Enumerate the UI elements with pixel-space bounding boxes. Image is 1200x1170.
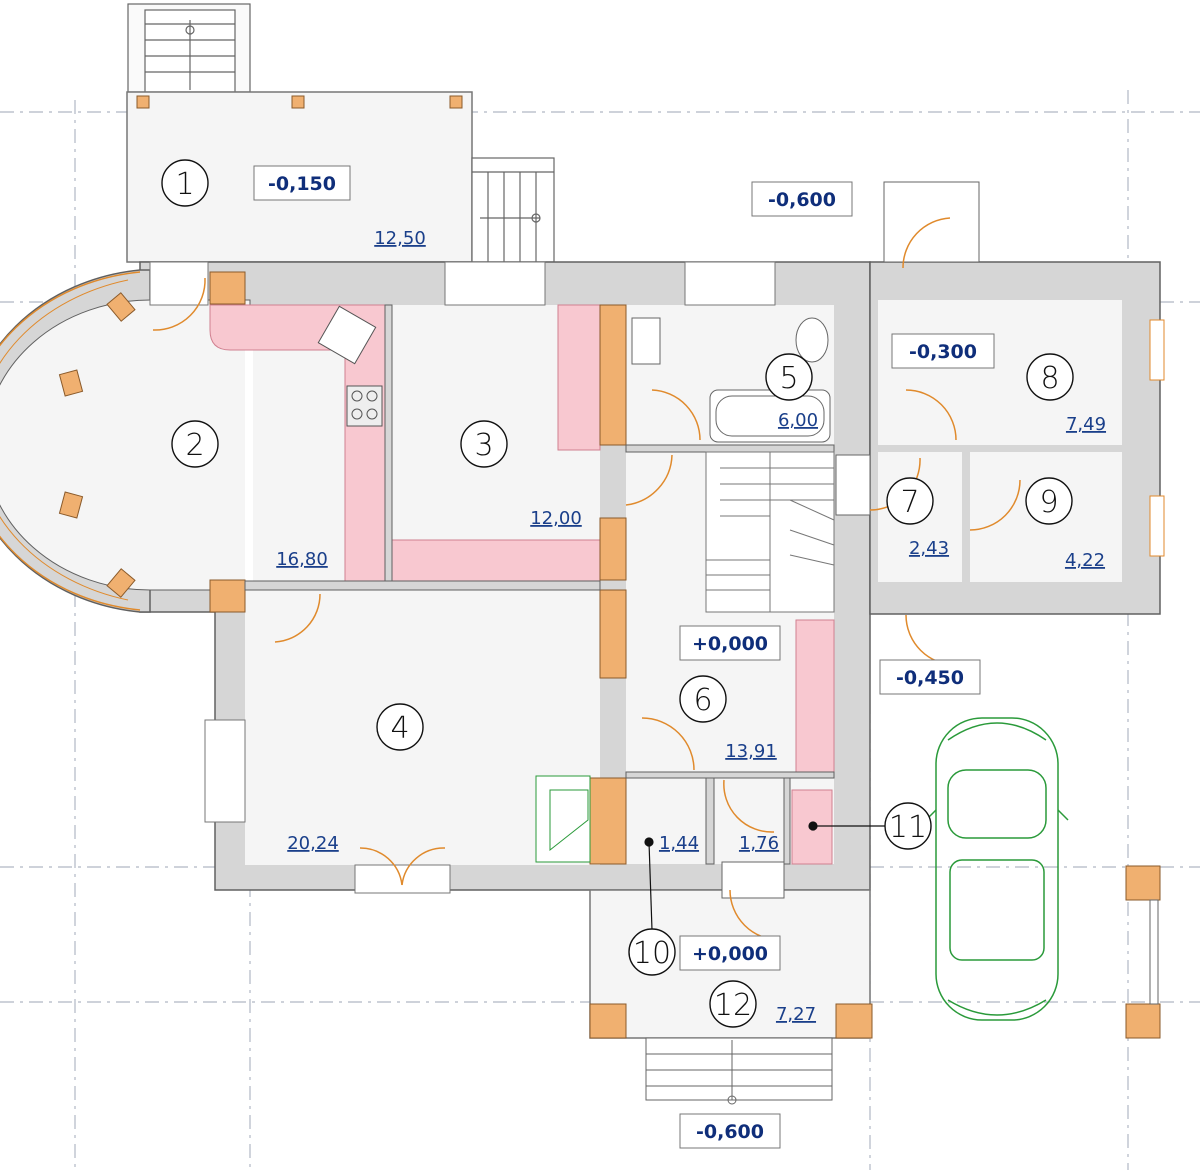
bathroom-fixtures xyxy=(631,317,831,443)
room-area-6: 13,91 xyxy=(725,741,777,762)
side-stair xyxy=(471,157,555,263)
room-area-9: 4,22 xyxy=(1065,550,1105,571)
room-number-10: 10 xyxy=(633,936,671,971)
room-area-5: 6,00 xyxy=(778,410,818,431)
stove-icon xyxy=(346,385,383,427)
room-area-7: 2,43 xyxy=(909,538,949,559)
room-number-9: 9 xyxy=(1039,485,1058,520)
room-number-4: 4 xyxy=(390,711,409,746)
room-area-3: 12,00 xyxy=(530,508,582,529)
room-area-10: 1,44 xyxy=(659,833,699,854)
level-front-steps: -0,600 xyxy=(696,1121,764,1143)
room-number-3: 3 xyxy=(474,428,493,463)
room-number-8: 8 xyxy=(1040,361,1059,396)
room-number-circles xyxy=(161,159,1074,1028)
level-side-entry: -0,450 xyxy=(896,667,964,689)
room-number-7: 7 xyxy=(900,485,919,520)
columns xyxy=(209,271,627,865)
room-number-5: 5 xyxy=(779,361,798,396)
front-steps xyxy=(645,1037,833,1105)
sink-icon xyxy=(317,305,377,365)
room-number-11: 11 xyxy=(889,810,927,845)
windows xyxy=(149,261,776,894)
right-posts xyxy=(1125,865,1161,1039)
fireplace-icon xyxy=(535,775,591,863)
level-porch: +0,000 xyxy=(692,943,768,965)
room-number-2: 2 xyxy=(185,428,204,463)
level-hall: +0,000 xyxy=(692,633,768,655)
room-area-1: 12,50 xyxy=(374,228,426,249)
leader-lines xyxy=(644,821,885,931)
level-garage: -0,300 xyxy=(909,341,977,363)
room-number-12: 12 xyxy=(714,988,752,1023)
level-terrace: -0,150 xyxy=(268,173,336,195)
room-area-8: 7,49 xyxy=(1066,414,1106,435)
room-area-12: 7,27 xyxy=(776,1004,816,1025)
annex-walls xyxy=(835,181,1165,615)
room-number-1: 1 xyxy=(175,167,194,202)
interior-walls xyxy=(244,304,835,865)
room-area-2: 16,80 xyxy=(276,549,328,570)
main-staircase xyxy=(705,451,835,613)
room-area-4: 20,24 xyxy=(287,833,339,854)
room-number-6: 6 xyxy=(693,683,712,718)
terrace-stair xyxy=(127,3,251,93)
room-area-11: 1,76 xyxy=(739,833,779,854)
car-icon xyxy=(925,717,1069,1021)
level-yard-top: -0,600 xyxy=(768,189,836,211)
level-boxes xyxy=(253,165,995,1149)
